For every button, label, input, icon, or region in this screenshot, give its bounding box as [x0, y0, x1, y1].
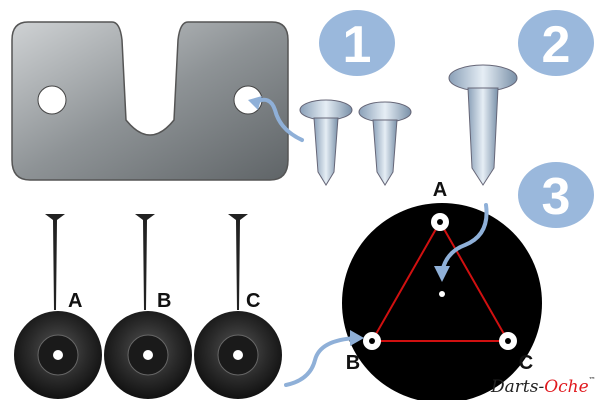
- nail-a: A: [45, 214, 82, 312]
- step-number: 3: [542, 168, 571, 226]
- nail-label: B: [157, 290, 171, 312]
- arrow-bumper-to-board: [284, 336, 358, 387]
- nail-label: A: [68, 290, 82, 312]
- rubber-bumper-b: [104, 311, 192, 399]
- darts-oche-logo: Darts-Oche™: [490, 376, 596, 397]
- center-mount-point: [439, 291, 445, 297]
- arrow-screw-to-bracket: [254, 97, 304, 142]
- nail-label: C: [246, 290, 260, 312]
- rubber-bumper-c: [194, 311, 282, 399]
- step-number: 1: [343, 16, 372, 74]
- step-badge-3: 3: [518, 162, 594, 228]
- nail-c: C: [228, 214, 260, 312]
- screw-small-2: [358, 101, 412, 186]
- mount-label-a: A: [433, 179, 447, 201]
- screw-small-1: [299, 99, 353, 186]
- arrow-screw-to-center: [440, 203, 489, 274]
- mounting-triangle: [370, 219, 510, 342]
- step-badge-2: 2: [518, 10, 594, 76]
- svg-text:Darts-Oche™: Darts-Oche™: [490, 376, 596, 397]
- step-number: 2: [542, 16, 571, 74]
- rubber-bumper-a: [14, 311, 102, 399]
- mount-label-b: B: [346, 352, 360, 374]
- mount-label-c: C: [519, 352, 533, 374]
- nail-b: B: [135, 214, 171, 312]
- wall-bracket: [11, 21, 289, 181]
- arrows: [254, 97, 489, 387]
- screw-large: [448, 64, 518, 186]
- dartboard-back: A B C: [342, 179, 542, 400]
- step-badge-1: 1: [319, 10, 395, 76]
